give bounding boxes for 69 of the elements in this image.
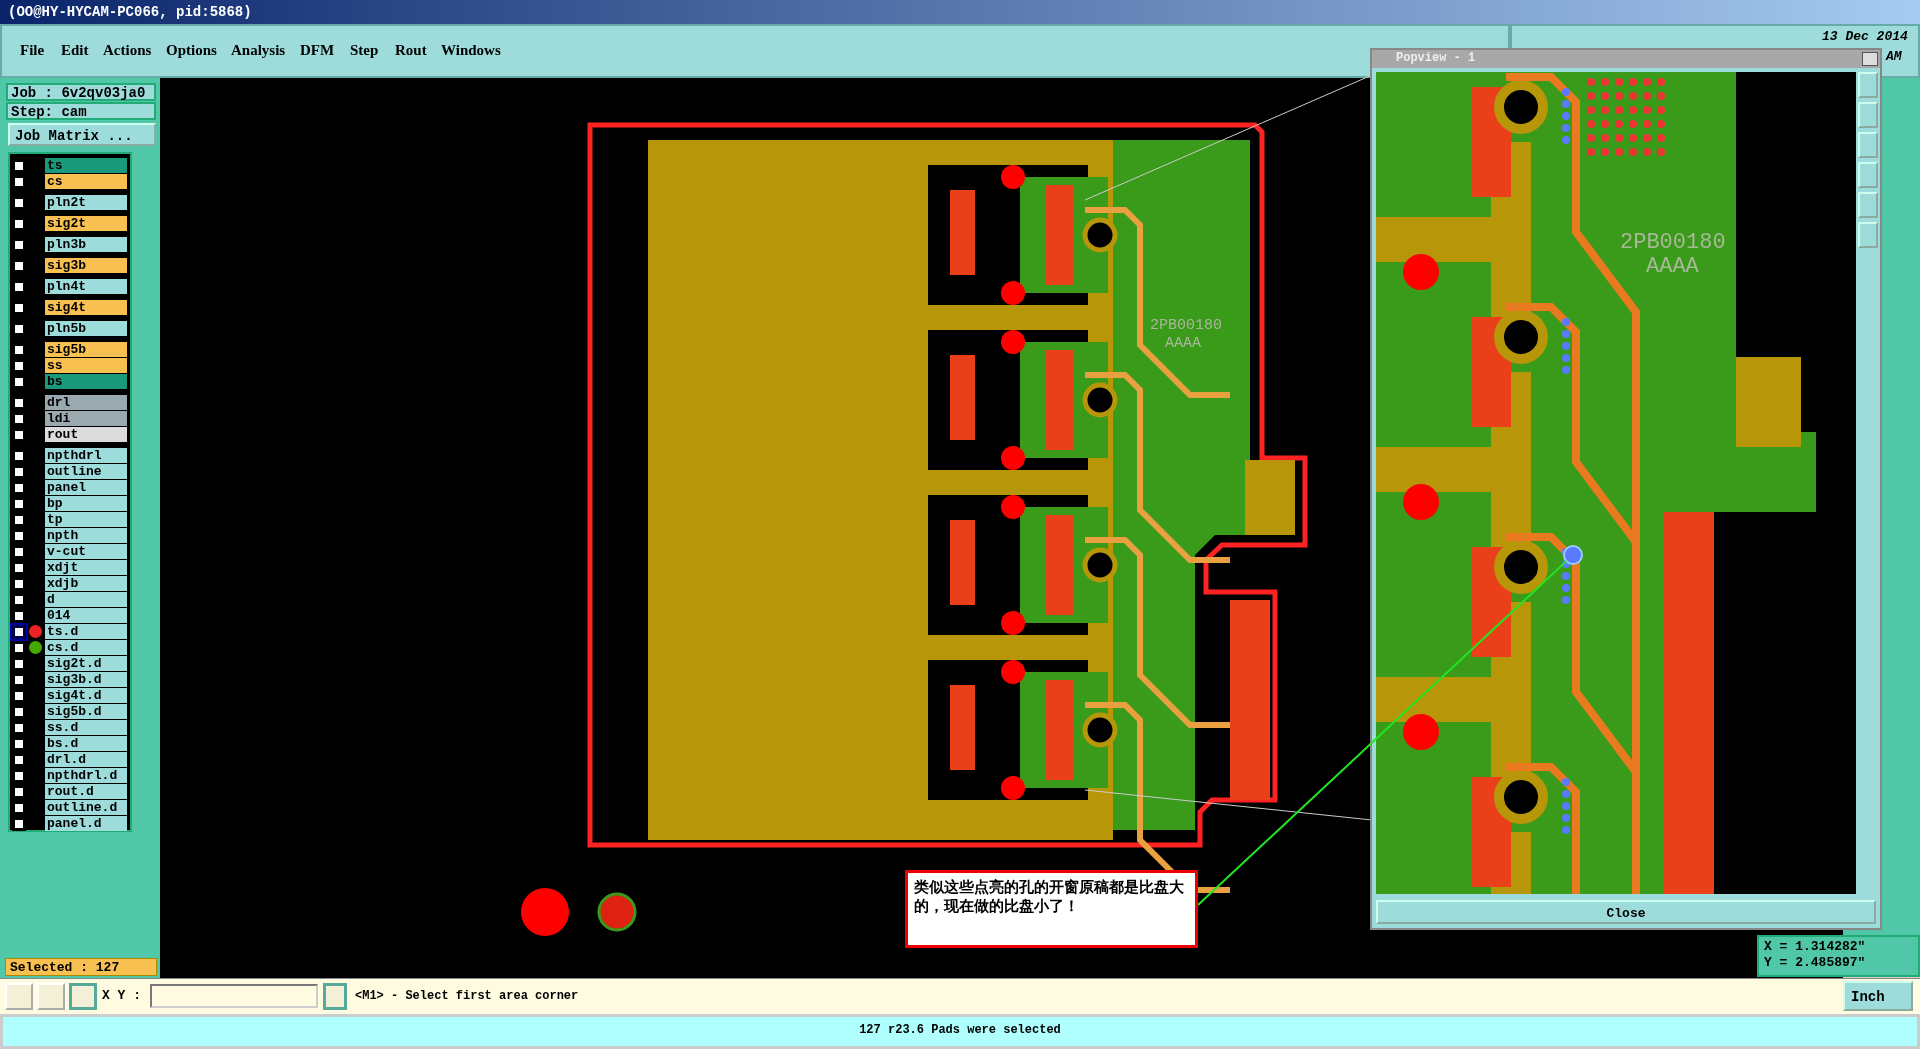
layer-label: v-cut [45,544,127,559]
menu-item: DFM [300,43,335,58]
layer-label: bs [45,374,127,389]
layer-label: drl [45,395,127,410]
job-matrix-button: Job Matrix ... [8,123,156,146]
menu-item: Actions [103,43,152,58]
board-marking: AAAA [1165,336,1201,351]
layer-label: drl.d [45,752,127,767]
menu-item: Windows [441,43,501,58]
layer-label: bp [45,496,127,511]
layer-label: d [45,592,127,607]
selection-count: Selected : 127 [5,958,157,976]
window-title: (OO@HY-HYCAM-PC066, pid:5868) [8,5,252,19]
layer-label: ts [45,158,127,173]
layer-label: pln5b [45,321,127,336]
layer-label: cs [45,174,127,189]
layer-label: ss [45,358,127,373]
layer-label: npthdrl [45,448,127,463]
menu-item: Analysis [231,43,286,58]
layer-label: sig3b.d [45,672,127,687]
job-field: Job : 6v2qv03ja0 [6,83,156,101]
layer-label: npthdrl.d [45,768,127,783]
layer-label: pln4t [45,279,127,294]
layer-label: ss.d [45,720,127,735]
layer-label: ts.d [45,624,127,639]
board-marking: 2PB00180 [1150,318,1222,333]
layer-label: sig5b.d [45,704,127,719]
popup-title: Popview - 1 [1396,52,1476,64]
time-text: AM [1886,50,1902,63]
layer-label: 014 [45,608,127,623]
layer-label: pln2t [45,195,127,210]
layer-label: bs.d [45,736,127,751]
layer-label: rout [45,427,127,442]
layer-label: panel [45,480,127,495]
layer-label: npth [45,528,127,543]
callout-box: 类似这些点亮的孔的开窗原稿都是比盘大的，现在做的比盘小了！ [905,870,1198,948]
date-text: 13 Dec 2014 [1822,30,1908,43]
menu-item: Options [166,43,217,58]
layer-label: outline [45,464,127,479]
layer-label: ldi [45,411,127,426]
menu-item: Rout [395,43,427,58]
step-field: Step: cam [6,102,156,120]
layer-label: panel.d [45,816,127,831]
layer-label: xdjt [45,560,127,575]
layer-label: sig4t [45,300,127,315]
field-label: X Y : [102,989,141,1002]
menu-item: Step [350,43,379,58]
layer-label: pln3b [45,237,127,252]
unit-dropdown: Inch [1843,981,1913,1011]
layer-label: tp [45,512,127,527]
layer-label: sig4t.d [45,688,127,703]
y-coordinate: Y = 2.485897" [1764,956,1866,969]
layer-label: outline.d [45,800,127,815]
status-message: 127 r23.6 Pads were selected [858,1024,1062,1036]
leader-line [1197,560,1568,906]
layer-label: sig3b [45,258,127,273]
layer-label: sig2t.d [45,656,127,671]
layer-label: sig5b [45,342,127,357]
layer-label: sig2t [45,216,127,231]
layer-label: cs.d [45,640,127,655]
layer-label: xdjb [45,576,127,591]
board-marking: AAAA [1646,256,1699,278]
menu-item: File [20,43,45,58]
x-coordinate: X = 1.314282" [1764,940,1866,953]
layer-label: rout.d [45,784,127,799]
menu-item: Edit [61,43,89,58]
prompt-message: <M1> - Select first area corner [355,990,579,1002]
close-button: Close [1376,900,1876,924]
board-marking: 2PB00180 [1620,232,1726,254]
